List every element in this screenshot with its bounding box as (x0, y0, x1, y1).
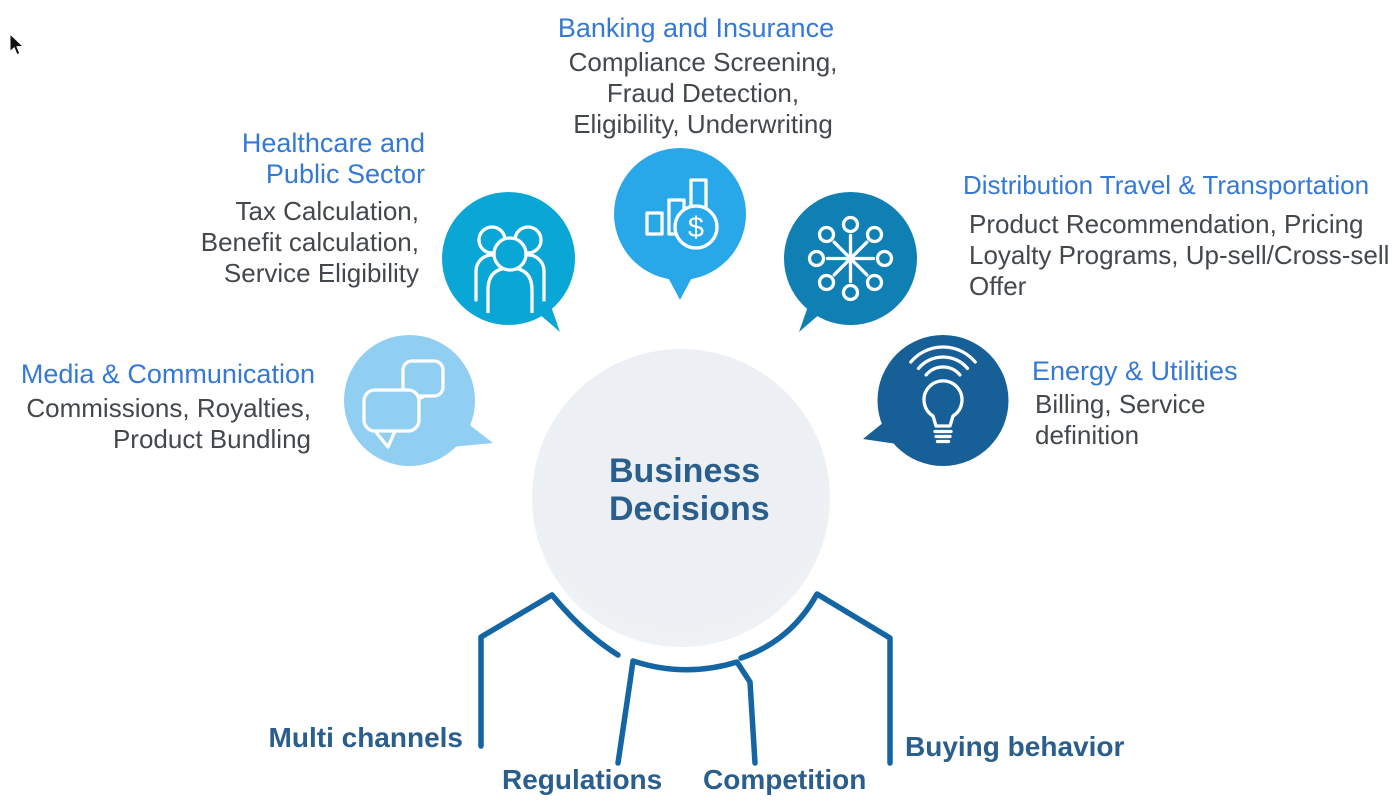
factor-regulations: Regulations (502, 764, 663, 795)
dollar-symbol: $ (688, 212, 704, 244)
lightbulb-wifi-icon (909, 345, 977, 444)
mouse-cursor-icon (9, 33, 25, 56)
factor-buying-behavior: Buying behavior (905, 731, 1125, 762)
energy-bubble (863, 335, 1009, 466)
distribution-bubble (784, 192, 917, 332)
healthcare-details: Tax Calculation, Benefit calculation, Se… (200, 196, 419, 288)
banking-heading: Banking and Insurance (557, 13, 835, 43)
center-label: Business Decisions (609, 452, 770, 528)
distribution-details: Product Recommendation, Pricing Loyalty … (969, 209, 1390, 301)
healthcare-heading: Healthcare and Public Sector (241, 128, 425, 189)
people-group-icon (474, 225, 546, 313)
media-details: Commissions, Royalties, Product Bundling (26, 393, 311, 454)
chat-bubbles-icon (362, 359, 445, 449)
hub-spoke-icon (807, 215, 894, 302)
distribution-heading: Distribution Travel & Transportation (963, 170, 1370, 200)
media-heading: Media & Communication (20, 359, 315, 389)
factor-multi-channels: Multi channels (268, 722, 463, 753)
media-bubble (344, 335, 493, 466)
energy-heading: Energy & Utilities (1032, 356, 1238, 386)
energy-details: Billing, Service definition (1035, 389, 1206, 450)
factor-competition: Competition (703, 764, 867, 795)
banking-details: Compliance Screening, Fraud Detection, E… (568, 47, 838, 139)
regulations-competition-line (615, 658, 758, 766)
banking-bubble: $ (614, 148, 746, 300)
healthcare-bubble (442, 192, 575, 332)
bar-chart-dollar-icon: $ (645, 178, 719, 250)
